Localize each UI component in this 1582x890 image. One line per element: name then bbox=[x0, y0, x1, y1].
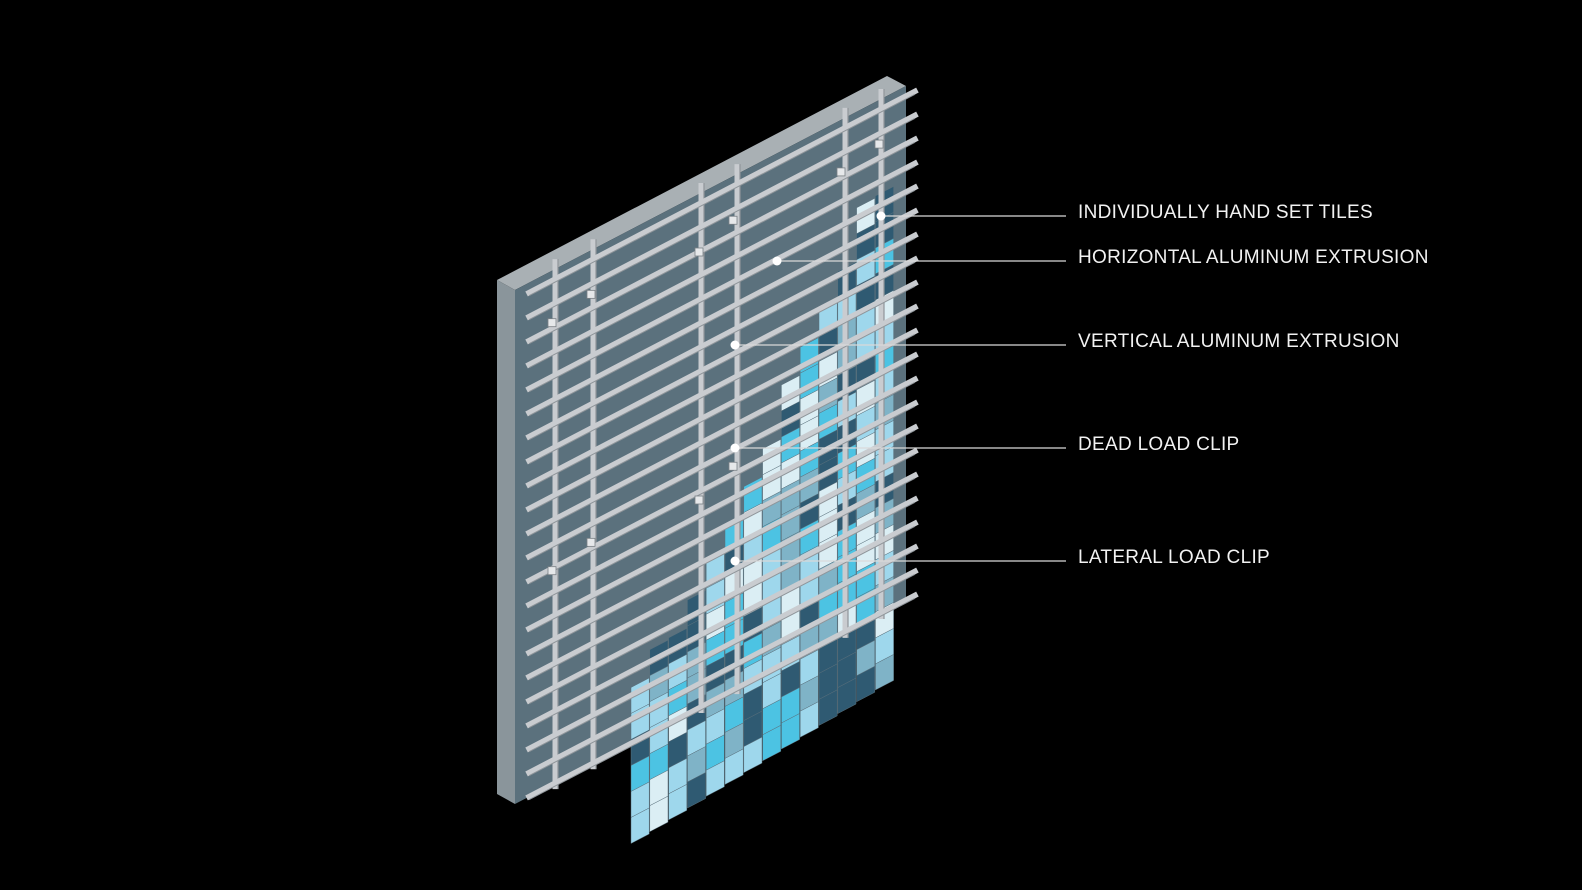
wall-side-edge bbox=[497, 280, 515, 804]
load-clip bbox=[728, 461, 738, 471]
callout-tiles: INDIVIDUALLY HAND SET TILES bbox=[876, 202, 1373, 223]
load-clip bbox=[694, 247, 704, 257]
horizontal-extrusion-shadow bbox=[528, 357, 916, 561]
callout-label: LATERAL LOAD CLIP bbox=[1078, 547, 1270, 568]
tile bbox=[781, 713, 800, 750]
horizontal-extrusion bbox=[525, 495, 919, 705]
horizontal-extrusion bbox=[525, 519, 919, 729]
load-clip bbox=[586, 537, 596, 547]
horizontal-extrusion bbox=[525, 231, 919, 441]
callout-label: INDIVIDUALLY HAND SET TILES bbox=[1078, 202, 1373, 223]
tile bbox=[837, 677, 857, 714]
load-clip bbox=[547, 318, 557, 328]
horizontal-extrusion bbox=[525, 207, 919, 417]
horizontal-extrusion-shadow bbox=[528, 333, 916, 537]
horizontal-extrusion bbox=[525, 543, 919, 753]
horizontal-extrusion-shadow bbox=[528, 285, 916, 489]
load-clip bbox=[728, 215, 738, 225]
tile bbox=[875, 654, 894, 691]
callout-label: VERTICAL ALUMINUM EXTRUSION bbox=[1078, 331, 1400, 352]
horizontal-extrusion-shadow bbox=[528, 549, 916, 753]
horizontal-extrusion-shadow bbox=[528, 93, 916, 297]
tile bbox=[668, 783, 688, 821]
leader-dot bbox=[730, 443, 740, 453]
tile bbox=[856, 665, 876, 703]
horizontal-extrusion-shadow bbox=[528, 501, 916, 705]
horizontal-extrusion-shadow bbox=[528, 309, 916, 513]
leader-dot bbox=[730, 556, 740, 566]
horizontal-extrusion-shadow bbox=[528, 117, 916, 321]
horizontal-extrusion-shadow bbox=[528, 429, 916, 633]
horizontal-extrusion bbox=[525, 279, 919, 489]
callout-lateral: LATERAL LOAD CLIP bbox=[730, 547, 1270, 568]
horizontal-extrusion bbox=[525, 135, 919, 345]
horizontal-extrusion-shadow bbox=[528, 453, 916, 657]
leader-dot bbox=[730, 340, 740, 350]
horizontal-extrusion-shadow bbox=[528, 189, 916, 393]
horizontal-extrusion bbox=[525, 399, 919, 609]
load-clip bbox=[586, 289, 596, 299]
callout-label: HORIZONTAL ALUMINUM EXTRUSION bbox=[1078, 247, 1429, 268]
horizontal-extrusion-shadow bbox=[528, 213, 916, 417]
load-clip bbox=[694, 495, 704, 505]
leader-dot bbox=[876, 211, 886, 221]
callout-label: DEAD LOAD CLIP bbox=[1078, 434, 1240, 455]
callout-vertical: VERTICAL ALUMINUM EXTRUSION bbox=[730, 331, 1400, 352]
horizontal-extrusion bbox=[525, 159, 919, 369]
horizontal-extrusion bbox=[525, 591, 919, 801]
horizontal-extrusion-shadow bbox=[528, 405, 916, 609]
load-clips bbox=[547, 139, 884, 576]
tile bbox=[818, 689, 838, 726]
load-clip bbox=[547, 566, 557, 576]
load-clip bbox=[874, 139, 884, 149]
tile bbox=[630, 807, 650, 844]
horizontal-extrusion-shadow bbox=[528, 597, 916, 801]
horizontal-extrusion bbox=[525, 567, 919, 777]
horizontal-extrusions bbox=[525, 87, 919, 801]
load-clip bbox=[836, 167, 846, 177]
tile bbox=[687, 772, 706, 809]
horizontal-extrusion bbox=[525, 423, 919, 633]
horizontal-extrusion bbox=[525, 447, 919, 657]
horizontal-extrusion bbox=[525, 255, 919, 465]
horizontal-extrusion bbox=[525, 303, 919, 513]
tile bbox=[762, 724, 782, 762]
tile bbox=[724, 748, 744, 785]
horizontal-extrusion bbox=[525, 111, 919, 321]
horizontal-extrusion-shadow bbox=[528, 525, 916, 729]
horizontal-extrusion bbox=[525, 351, 919, 561]
callouts: INDIVIDUALLY HAND SET TILES HORIZONTAL A… bbox=[730, 202, 1429, 568]
horizontal-extrusion-shadow bbox=[528, 237, 916, 441]
tile bbox=[743, 736, 763, 774]
horizontal-extrusion-shadow bbox=[528, 165, 916, 369]
horizontal-extrusion-shadow bbox=[528, 477, 916, 681]
horizontal-extrusion bbox=[525, 471, 919, 681]
vertical-extrusions bbox=[552, 89, 885, 790]
tile bbox=[799, 701, 819, 738]
horizontal-extrusion-shadow bbox=[528, 573, 916, 777]
horizontal-extrusion bbox=[525, 87, 919, 297]
callout-deadload: DEAD LOAD CLIP bbox=[730, 434, 1240, 455]
callout-horizontal: HORIZONTAL ALUMINUM EXTRUSION bbox=[772, 247, 1429, 268]
leader-dot bbox=[772, 256, 782, 266]
horizontal-extrusion bbox=[525, 375, 919, 585]
horizontal-extrusion bbox=[525, 327, 919, 537]
tile bbox=[649, 795, 669, 833]
horizontal-extrusion-shadow bbox=[528, 381, 916, 585]
tile bbox=[705, 760, 725, 797]
horizontal-extrusion-shadow bbox=[528, 141, 916, 345]
horizontal-extrusion bbox=[525, 183, 919, 393]
horizontal-extrusion-shadow bbox=[528, 261, 916, 465]
